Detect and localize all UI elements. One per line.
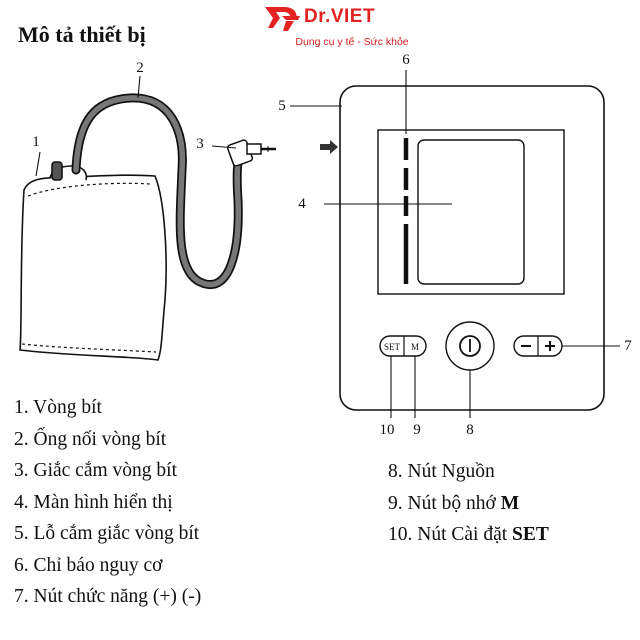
monitor [320, 85, 605, 411]
callout-7: 7 [624, 338, 632, 354]
m-button-label: M [411, 342, 419, 352]
legend-item: 1. Vòng bít [14, 397, 102, 418]
legend-item: 6. Chỉ báo nguy cơ [14, 554, 163, 576]
legend-item: 4. Màn hình hiển thị [14, 491, 173, 513]
callout-10: 10 [380, 422, 395, 438]
legend-item-bold: M [500, 492, 520, 514]
callout-1: 1 [32, 134, 40, 150]
legend-right: 8. Nút Nguồn 9. Nút bộ nhớ M 10. Nút Cài… [388, 456, 549, 551]
legend-item: 7. Nút chức năng (+) (-) [14, 586, 202, 607]
callout-3: 3 [196, 136, 204, 152]
legend-item: 9. Nút bộ nhớ M [388, 488, 549, 520]
legend-item: 10. Nút Cài đặt SET [388, 519, 549, 551]
callout-numbers: 1 2 3 4 5 6 7 8 9 10 [32, 52, 632, 438]
brand-logo: Dr.VIET Dụng cụ y tế - Sức khỏe [262, 4, 442, 54]
brand-name: Dr.VIET [304, 6, 376, 27]
callout-6: 6 [402, 52, 410, 68]
page-title: Mô tả thiết bị [18, 22, 146, 47]
legend-item: 2. Ống nối vòng bít [14, 428, 167, 450]
callout-4: 4 [298, 196, 306, 212]
set-m-buttons [379, 335, 427, 357]
callout-2: 2 [136, 60, 144, 76]
legend-item: 5. Lỗ cắm giắc vòng bít [14, 523, 200, 544]
legend-item: 8. Nút Nguồn [388, 461, 495, 482]
brand-tagline: Dụng cụ y tế - Sức khỏe [295, 36, 409, 48]
set-button-label: SET [384, 342, 401, 352]
jack-socket-arrow-icon [320, 140, 338, 154]
legend-item-prefix: 10. Nút Cài đặt [388, 524, 513, 545]
legend-item: 3. Giắc cắm vòng bít [14, 460, 177, 481]
legend-left: 1. Vòng bít 2. Ống nối vòng bít 3. Giắc … [14, 392, 201, 613]
cuff [19, 161, 167, 361]
legend-item-prefix: 9. Nút bộ nhớ [388, 492, 501, 514]
callout-5: 5 [278, 98, 286, 114]
callout-9: 9 [413, 422, 421, 438]
legend-item-bold: SET [512, 524, 549, 545]
callout-8: 8 [466, 422, 474, 438]
plus-minus-buttons [513, 335, 563, 357]
brand-mark-icon [265, 7, 300, 31]
power-button [445, 321, 495, 371]
leader-lines [35, 70, 620, 418]
cuff-plug [226, 139, 276, 167]
cuff-hose [71, 93, 245, 289]
